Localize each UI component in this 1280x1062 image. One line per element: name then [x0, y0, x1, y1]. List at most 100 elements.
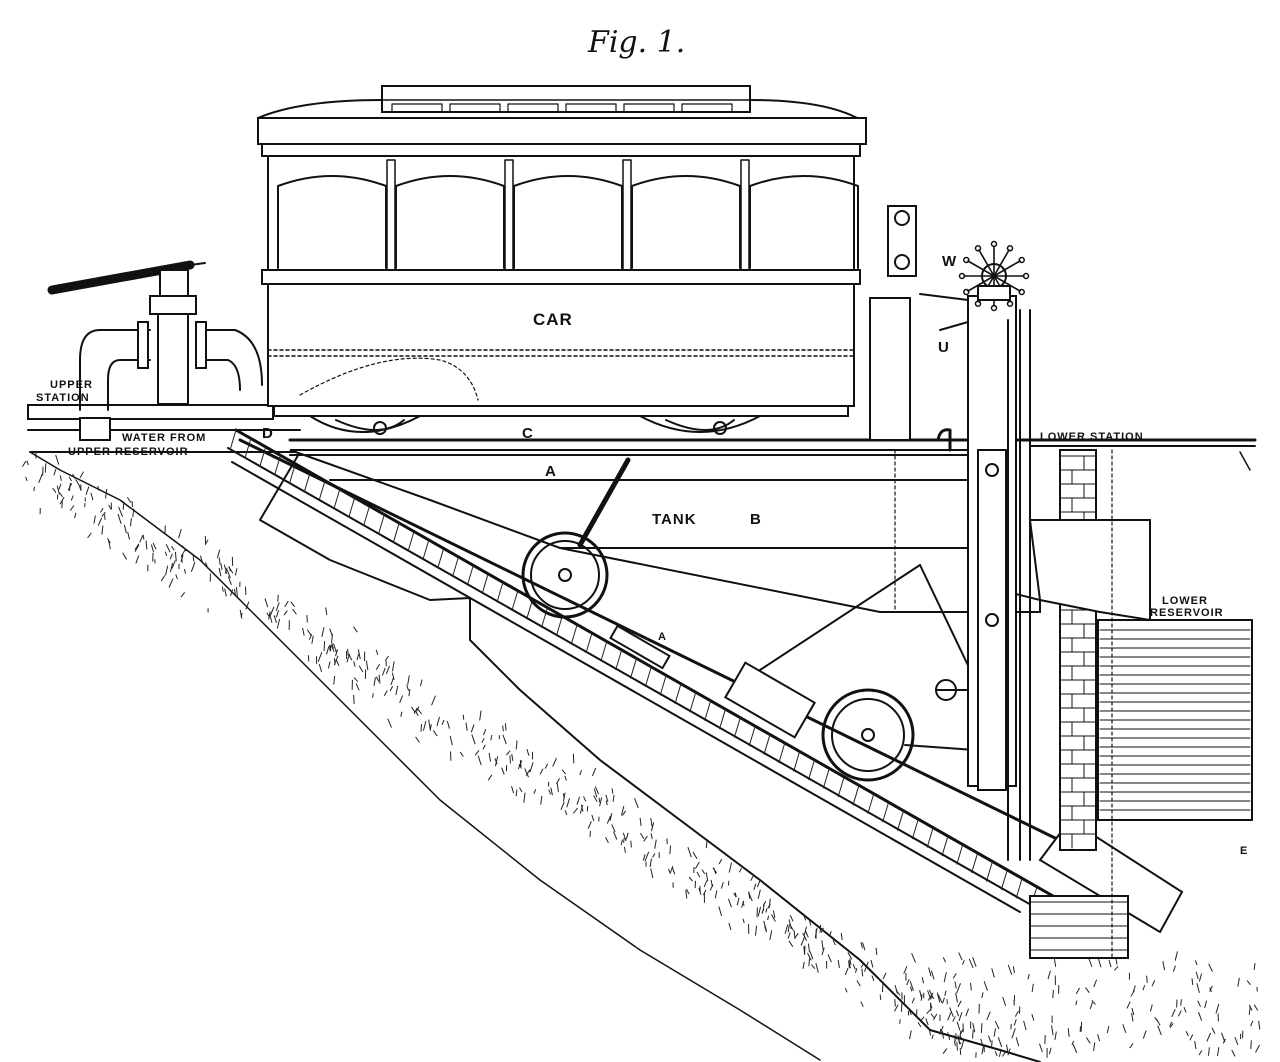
soil-stroke: [506, 750, 511, 756]
soil-stroke: [811, 964, 816, 970]
soil-stroke: [1209, 987, 1212, 993]
car-window: [395, 175, 505, 269]
soil-stroke: [580, 804, 584, 812]
soil-stroke: [511, 753, 514, 761]
soil-stroke: [1250, 1040, 1252, 1050]
soil-stroke: [1234, 1037, 1239, 1046]
soil-stroke: [784, 924, 789, 934]
soil-stroke: [644, 851, 650, 862]
track-hatch-line: [985, 861, 993, 882]
soil-stroke: [275, 602, 280, 611]
soil-stroke: [33, 486, 36, 492]
soil-stroke: [837, 959, 840, 969]
soil-stroke: [894, 1004, 899, 1012]
soil-stroke: [611, 788, 614, 794]
soil-stroke: [317, 652, 323, 662]
soil-stroke: [952, 973, 957, 979]
lower-station-label: LOWER STATION: [1040, 431, 1144, 443]
soil-stroke: [25, 476, 28, 482]
soil-stroke: [233, 588, 237, 596]
soil-stroke: [1194, 1040, 1197, 1050]
soil-stroke: [1097, 958, 1102, 968]
soil-stroke: [347, 648, 349, 656]
soil-stroke: [540, 795, 543, 805]
soil-stroke: [518, 763, 522, 769]
clerestory-pane: [391, 103, 443, 113]
soil-stroke: [911, 997, 915, 1004]
track-hatch-line: [1000, 869, 1008, 891]
handwheel-spoke: [978, 249, 995, 277]
soil-stroke: [605, 800, 608, 806]
handwheel-spoke: [993, 260, 1021, 277]
soil-stroke: [870, 959, 874, 968]
soil-stroke: [479, 710, 482, 721]
soil-stroke: [930, 970, 935, 980]
soil-stroke: [598, 797, 601, 803]
soil-stroke: [544, 763, 549, 769]
soil-stroke: [953, 1040, 956, 1046]
soil-stroke: [894, 998, 896, 1007]
label-e: E: [1240, 845, 1248, 857]
soil-stroke: [1215, 1003, 1220, 1014]
soil-stroke: [1142, 985, 1146, 991]
soil-stroke: [126, 496, 132, 503]
soil-stroke: [718, 906, 723, 916]
soil-stroke: [67, 482, 73, 491]
soil-stroke: [389, 685, 394, 692]
soil-stroke: [523, 792, 526, 803]
soil-stroke: [860, 941, 864, 949]
car-window: [277, 175, 387, 269]
soil-stroke: [90, 492, 94, 501]
soil-stroke: [1253, 1004, 1259, 1011]
soil-stroke: [494, 756, 499, 767]
soil-stroke: [1169, 1021, 1173, 1027]
soil-stroke: [1071, 1040, 1075, 1046]
soil-stroke: [849, 958, 852, 965]
soil-stroke: [519, 787, 523, 793]
soil-stroke: [517, 760, 523, 770]
soil-stroke: [160, 575, 166, 582]
soil-stroke: [526, 748, 530, 756]
lower-station: E: [1028, 449, 1253, 961]
track-hatch-line: [956, 844, 964, 865]
soil-stroke: [808, 917, 812, 926]
soil-stroke: [381, 667, 386, 676]
track-hatch-line: [466, 565, 474, 586]
soil-stroke: [827, 954, 832, 963]
soil-stroke: [168, 578, 174, 588]
window-post: [740, 159, 750, 271]
soil-stroke: [802, 913, 807, 921]
soil-stroke: [221, 586, 224, 592]
soil-stroke: [408, 688, 411, 697]
soil-stroke: [131, 501, 134, 507]
label-c: C: [522, 425, 534, 442]
track-hatch-line: [971, 852, 979, 874]
track-hatch-line: [363, 505, 370, 527]
soil-stroke: [218, 557, 221, 565]
handwheel-spoke: [967, 260, 995, 277]
soil-stroke: [1171, 1008, 1176, 1018]
soil-stroke: [21, 460, 27, 467]
soil-stroke: [687, 847, 692, 858]
track-hatch-line: [392, 522, 400, 544]
lower-reservoir-label-line1: LOWER: [1162, 595, 1208, 607]
track-hatch-line: [882, 802, 890, 823]
soil-stroke: [391, 661, 395, 672]
soil-stroke: [335, 659, 340, 667]
upper-station-platform: [27, 404, 301, 431]
soil-stroke: [326, 646, 330, 655]
soil-stroke: [1091, 999, 1096, 1005]
soil-stroke: [1208, 963, 1213, 972]
track-hatch-line: [540, 607, 548, 628]
soil-stroke: [860, 963, 865, 968]
track-hatch-line: [1015, 878, 1023, 899]
soil-stroke: [190, 561, 196, 572]
soil-stroke: [268, 611, 271, 620]
soil-stroke: [804, 930, 809, 938]
soil-stroke: [93, 515, 96, 524]
soil-stroke: [593, 788, 598, 798]
soil-stroke: [511, 786, 515, 794]
upper-station-label-line1: UPPER: [50, 379, 93, 391]
soil-stroke: [583, 796, 587, 802]
